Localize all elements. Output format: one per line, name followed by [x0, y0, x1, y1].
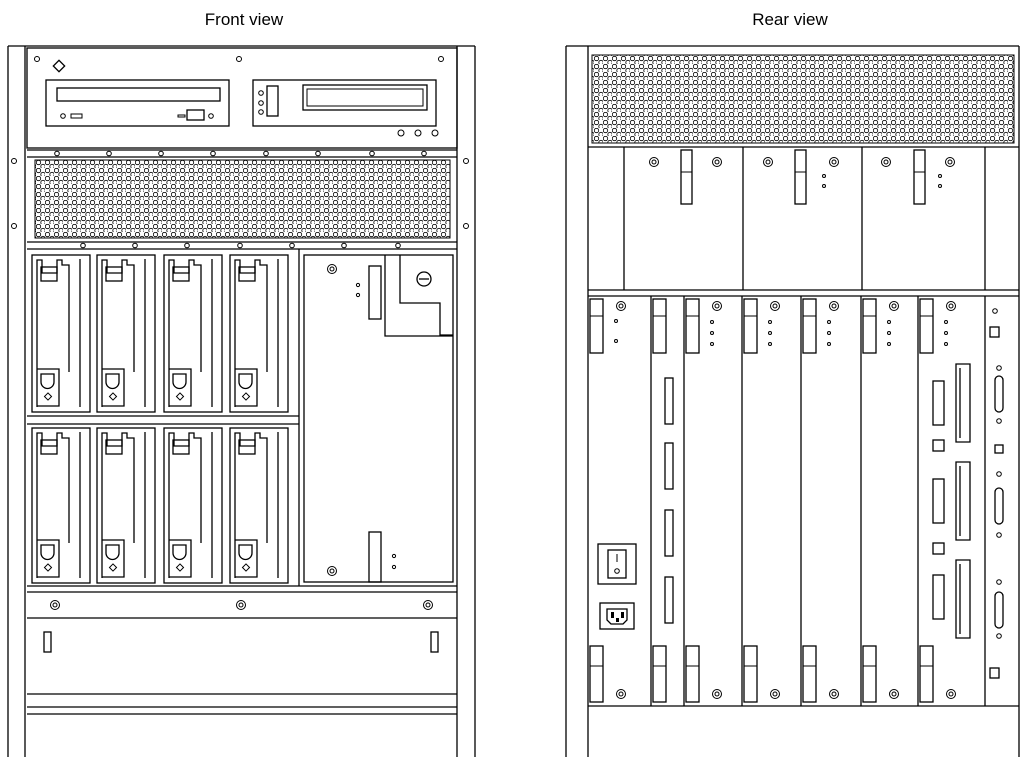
board-slot-3: [685, 298, 722, 703]
cdrom-drive: [45, 79, 230, 127]
board-slot-4: [743, 298, 780, 703]
power-supply-modules-rear: [588, 147, 1019, 297]
disk-bay-7: [163, 427, 223, 584]
tape-drive: [252, 79, 437, 127]
disk-bay-3: [163, 254, 223, 413]
disk-handle-icon: [40, 544, 55, 561]
disk-bays-upper-row: [31, 254, 289, 413]
disk-handle-icon: [172, 373, 187, 390]
front-view-title: Front view: [204, 10, 284, 29]
disk-handle-icon: [105, 544, 120, 561]
rear-grille: [588, 54, 1019, 148]
disk-handle-icon: [40, 373, 55, 390]
io-connectors: [664, 363, 1004, 639]
power-switch: [597, 543, 637, 585]
power-supply-2: [763, 149, 839, 205]
power-supply-3: [881, 149, 955, 205]
disk-bay-5: [31, 427, 91, 584]
disk-bay-4: [229, 254, 289, 413]
disk-bay-8: [229, 427, 289, 584]
power-supply-bay-front: [303, 254, 454, 583]
disk-bays-lower-row: [31, 427, 289, 584]
board-slot-1: [589, 298, 626, 703]
disk-bay-1: [31, 254, 91, 413]
removable-media-bay: [26, 47, 458, 149]
bottom-panel: [27, 600, 457, 715]
disk-handle-icon: [172, 544, 187, 561]
board-slot-7: [919, 298, 956, 703]
rear-view-title: Rear view: [752, 10, 828, 29]
disk-handle-icon: [238, 373, 253, 390]
board-slot-6: [862, 298, 899, 703]
lock-icon: [416, 271, 432, 287]
power-supply-1: [649, 149, 722, 205]
disk-bay-6: [96, 427, 156, 584]
rear-view: [565, 45, 1020, 757]
disk-handle-icon: [105, 373, 120, 390]
front-grille: [27, 149, 457, 250]
front-view: [7, 45, 476, 757]
board-slot-2: [652, 298, 667, 703]
disk-bay-2: [96, 254, 156, 413]
diamond-logo-icon: [52, 59, 66, 73]
board-slot-5: [802, 298, 839, 703]
system-board-slots: [588, 296, 1019, 707]
ac-inlet: [599, 602, 635, 630]
disk-handle-icon: [238, 544, 253, 561]
